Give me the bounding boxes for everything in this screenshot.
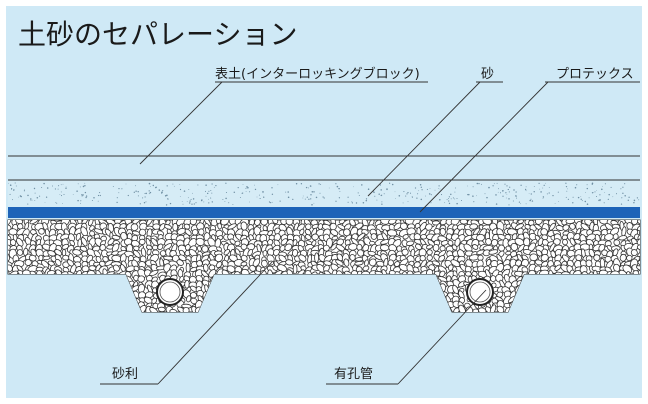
label-sand: 砂	[481, 67, 494, 82]
leader-pipe	[397, 289, 487, 385]
leader-topsoil	[139, 81, 223, 165]
label-pipe: 有孔管	[334, 367, 373, 382]
perforated-pipe-left	[156, 278, 184, 306]
protex-sheet	[8, 207, 640, 218]
perforated-pipe-right	[466, 278, 494, 306]
label-gravel: 砂利	[112, 367, 138, 382]
leader-protex	[419, 81, 549, 213]
leader-gravel	[157, 261, 273, 385]
label-protex: プロテックス	[556, 67, 634, 82]
sand-layer	[8, 181, 640, 207]
diagram-title: 土砂のセパレーション	[18, 18, 297, 51]
sand-dots	[8, 182, 640, 206]
label-topsoil: 表土(インターロッキングブロック)	[215, 66, 420, 82]
leader-sand	[367, 81, 481, 197]
